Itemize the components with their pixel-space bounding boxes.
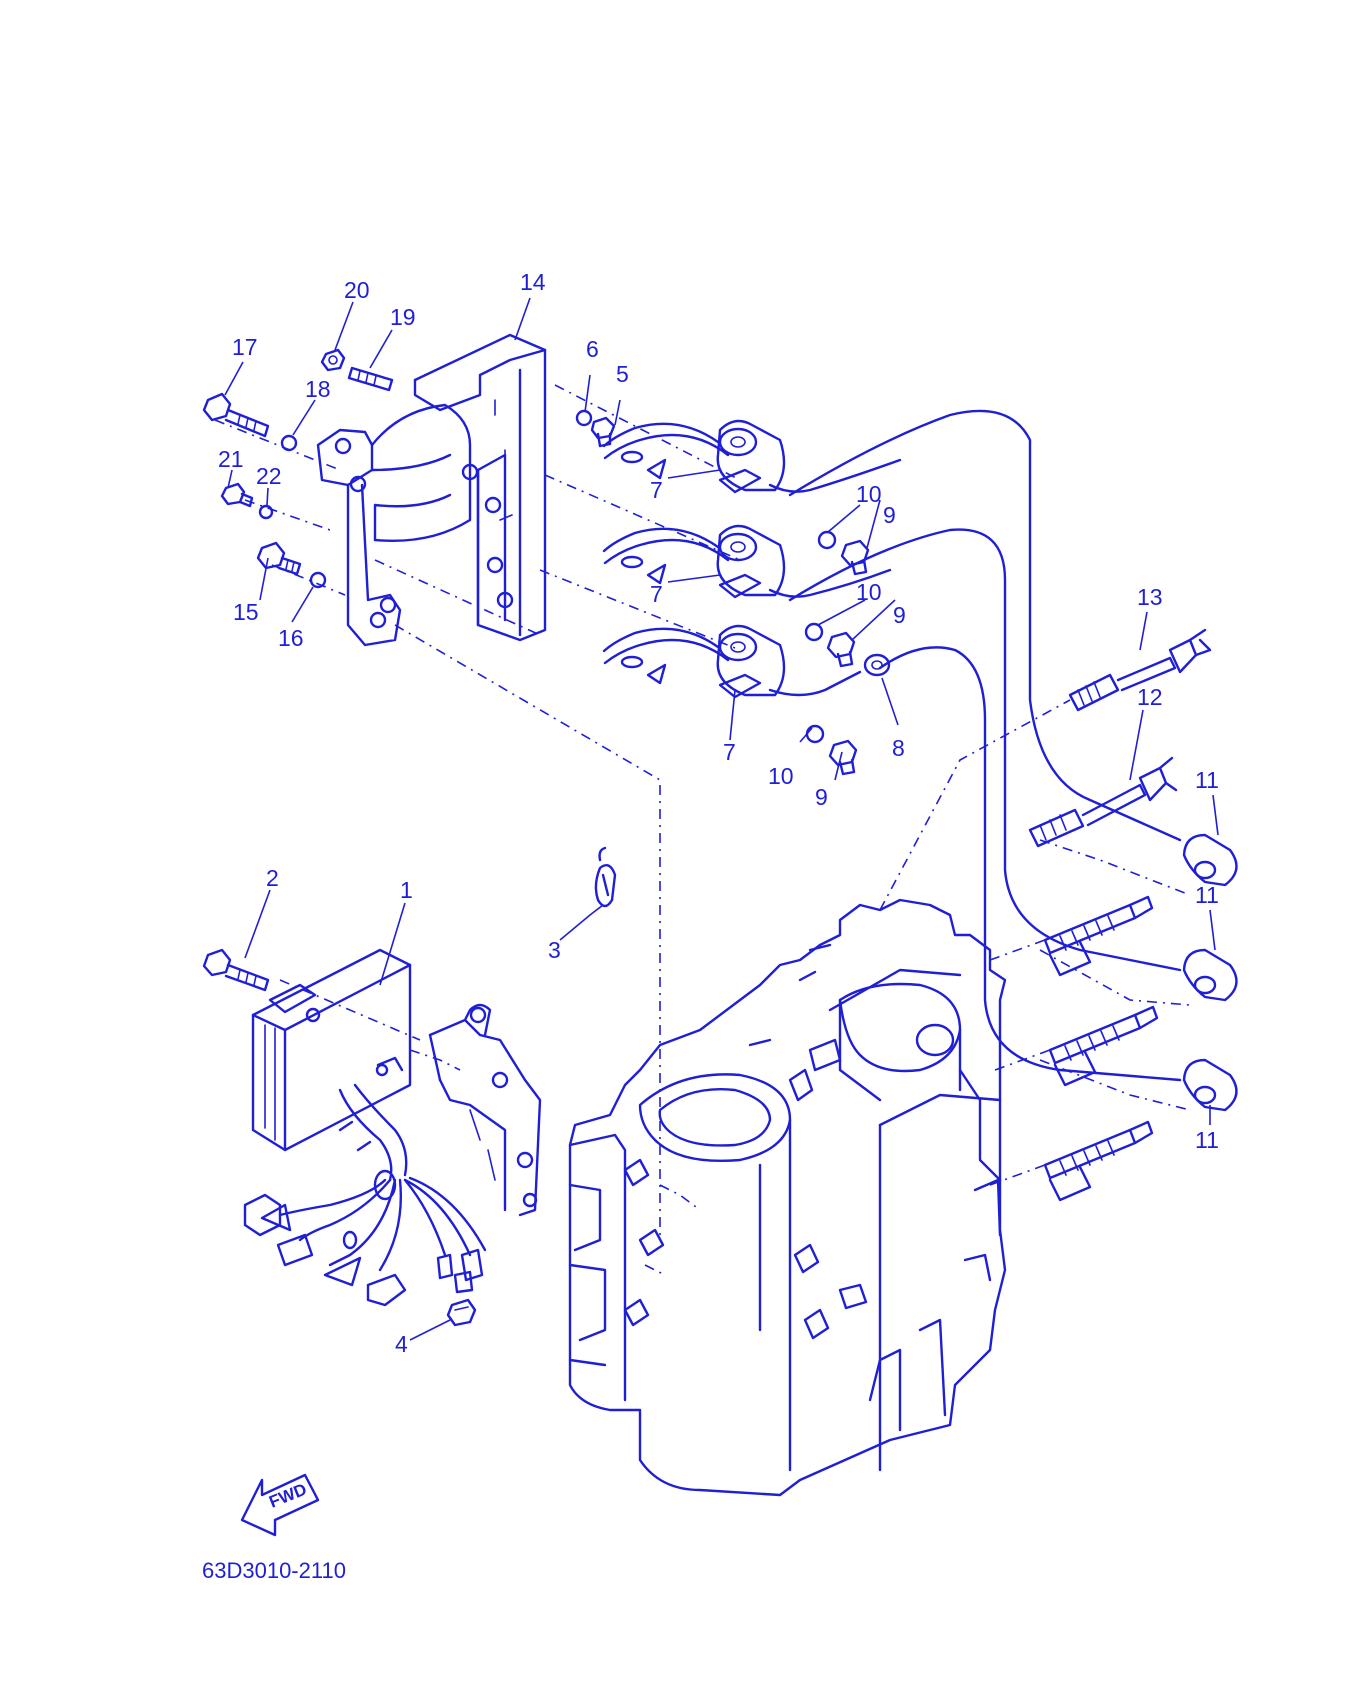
ignition-coil-upper — [602, 419, 902, 494]
callout-4: 4 — [395, 1331, 408, 1357]
high-tension-cords — [788, 409, 1182, 1082]
callout-21: 21 — [218, 446, 244, 472]
callout-7-lower: 7 — [723, 739, 736, 765]
callout-8: 8 — [892, 735, 905, 761]
ignition-coil-bracket — [316, 333, 547, 647]
washer-6 — [575, 409, 593, 427]
cdi-wire-harness — [243, 1083, 487, 1307]
sensor-12 — [1028, 756, 1178, 848]
diagram-code: 63D3010-2110 — [202, 1558, 346, 1583]
callout-1: 1 — [400, 877, 413, 903]
callout-11-middle: 11 — [1195, 882, 1219, 908]
callout-17: 17 — [232, 334, 258, 360]
callout-7-upper: 7 — [650, 477, 663, 503]
callout-5: 5 — [616, 361, 629, 387]
stud-19 — [347, 366, 394, 392]
callout-15: 15 — [233, 599, 259, 625]
pulser-coil-bracket — [428, 1003, 542, 1217]
callout-13: 13 — [1137, 584, 1163, 610]
part-callouts: 1 2 3 4 5 6 7 7 7 8 9 9 9 10 10 10 11 11… — [218, 269, 1219, 1357]
cap-4 — [446, 1298, 477, 1327]
callout-16: 16 — [278, 625, 304, 651]
bolt-15 — [256, 541, 302, 576]
callout-12: 12 — [1137, 684, 1163, 710]
bolt-21 — [220, 482, 254, 508]
cylinder-block — [568, 898, 1007, 1497]
bolt-17 — [202, 392, 270, 438]
callout-10-middle: 10 — [856, 579, 882, 605]
callout-14: 14 — [520, 269, 546, 295]
callout-6: 6 — [586, 336, 599, 362]
callout-9-lower: 9 — [815, 784, 828, 810]
callout-11-upper: 11 — [1195, 767, 1219, 793]
callout-10-upper: 10 — [856, 481, 882, 507]
nut-20 — [320, 348, 346, 372]
callout-18: 18 — [305, 376, 331, 402]
ignition-coil-lower — [602, 624, 862, 699]
spark-plug-caps — [1182, 833, 1238, 1112]
callout-9-middle: 9 — [893, 602, 906, 628]
callout-3: 3 — [548, 937, 561, 963]
washer-22 — [258, 504, 274, 520]
ignition-coil-middle — [602, 524, 892, 599]
washer-16 — [309, 571, 327, 589]
sensor-13 — [1068, 628, 1212, 712]
callout-20: 20 — [344, 277, 370, 303]
clip-3 — [594, 846, 617, 908]
callout-19: 19 — [390, 304, 416, 330]
bolt-2 — [202, 948, 270, 992]
callout-22: 22 — [256, 463, 282, 489]
callout-10-lower: 10 — [768, 763, 794, 789]
cdi-unit — [251, 948, 412, 1152]
callout-9-upper: 9 — [883, 502, 896, 528]
assembly-center-lines — [214, 384, 1191, 1276]
callout-11-lower: 11 — [1195, 1127, 1219, 1153]
spark-plugs — [1043, 895, 1159, 1202]
callout-7-middle: 7 — [650, 581, 663, 607]
callout-2: 2 — [266, 865, 279, 891]
grommet-8 — [863, 653, 891, 677]
callout-leaders — [224, 297, 1219, 1341]
coil-fasteners — [804, 530, 870, 776]
forward-direction-arrow: FWD — [240, 1473, 320, 1537]
